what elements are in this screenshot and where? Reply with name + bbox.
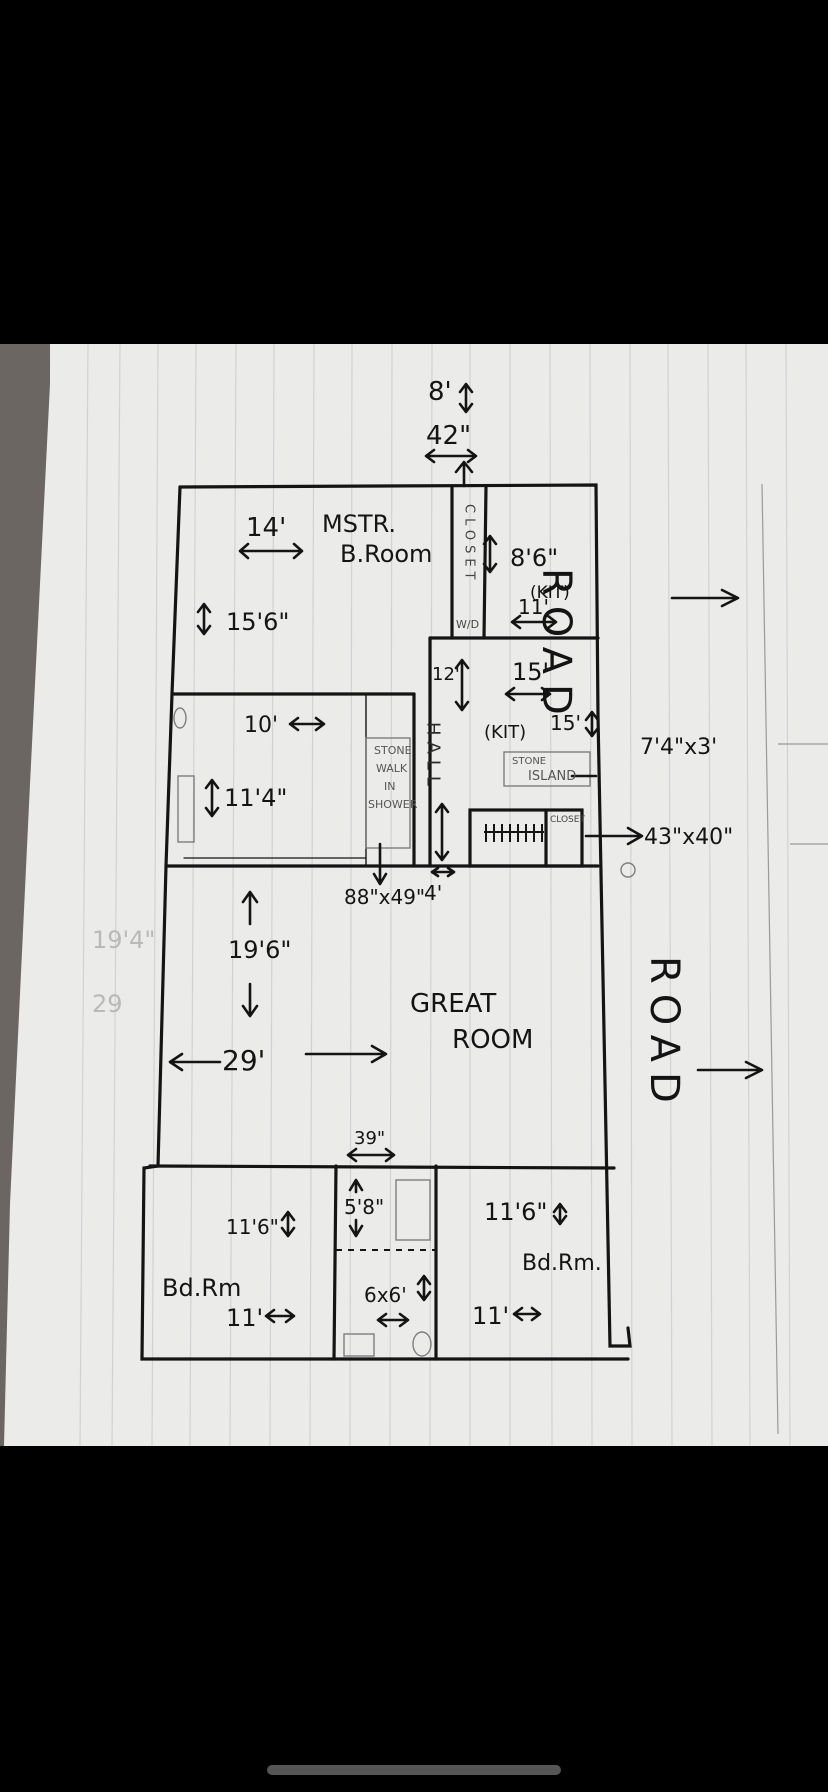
bedroom-right-label: Bd.Rm. — [522, 1251, 602, 1276]
kitchen-upper-tag: (KIT) — [530, 583, 570, 603]
bedroom-right-depth: 11'6" — [484, 1198, 547, 1226]
great-room-width: 29' — [222, 1044, 265, 1077]
bath-center-depth: 5'8" — [344, 1195, 384, 1219]
pencil-fixtures — [173, 707, 636, 1357]
dim-top-42in: 42" — [426, 421, 471, 451]
hall-width: 4' — [424, 881, 442, 905]
bedroom-left-depth: 11'6" — [226, 1215, 279, 1239]
faint-note-left-1: 19'4" — [92, 926, 155, 954]
closet-wd-label: W/D — [456, 618, 479, 631]
small-closet-label: CLOSET — [550, 815, 585, 825]
master-bedroom-depth: 15'6" — [226, 608, 289, 636]
kitchen-width: 15' — [512, 658, 549, 686]
dim-top-8ft: 8' — [428, 377, 452, 407]
bath-left-width: 10' — [244, 713, 278, 738]
hall-label: HALL — [423, 722, 444, 792]
small-closet-size: 43"x40" — [644, 825, 733, 850]
bedroom-left-label: Bd.Rm — [162, 1274, 241, 1302]
bedroom-right-width: 11' — [472, 1302, 509, 1330]
shower-label-2: WALK — [376, 762, 408, 775]
great-room-depth: 19'6" — [228, 936, 291, 964]
paper-grid — [79, 344, 791, 1446]
road-upper-label: ROAD — [533, 568, 579, 725]
bath-center-shower: 6x6' — [364, 1283, 407, 1307]
great-room-label-1: GREAT — [410, 989, 496, 1019]
shower-label-4: SHOWER — [368, 798, 418, 811]
kitchen-upper-width: 11' — [518, 595, 549, 619]
bedroom-left-width: 11' — [226, 1304, 263, 1332]
hall-length: 12' — [432, 664, 460, 685]
great-room-label-2: ROOM — [452, 1025, 533, 1055]
master-bedroom-width: 14' — [246, 513, 286, 543]
shower-label-1: STONE — [374, 744, 412, 757]
island-label-2: ISLAND — [528, 769, 576, 784]
home-indicator[interactable] — [267, 1765, 561, 1775]
shower-label-3: IN — [384, 780, 395, 793]
floor-plan-photo: 19'4" 29 — [0, 344, 828, 1446]
master-bedroom-label-1: MSTR. — [322, 510, 396, 538]
kitchen-depth: 15' — [550, 711, 581, 735]
floor-plan-drawing: 19'4" 29 — [4, 344, 828, 1446]
faint-note-left-2: 29 — [92, 990, 123, 1018]
dimension-arrows — [168, 382, 764, 1328]
kitchen-tag: (KIT) — [484, 722, 526, 743]
bath-center-width: 39" — [354, 1128, 385, 1149]
wall-outlines — [140, 483, 632, 1361]
bath-left-depth: 11'4" — [224, 784, 287, 812]
shower-size: 88"x49" — [344, 885, 425, 909]
island-size: 7'4"x3' — [640, 735, 717, 760]
master-bedroom-label-2: B.Room — [340, 540, 432, 568]
island-label-1: STONE — [512, 756, 546, 767]
road-lower-label: ROAD — [641, 956, 687, 1113]
kitchen-upper-depth: 8'6" — [510, 544, 558, 572]
closet-vertical-label: CLOSET — [462, 504, 477, 585]
